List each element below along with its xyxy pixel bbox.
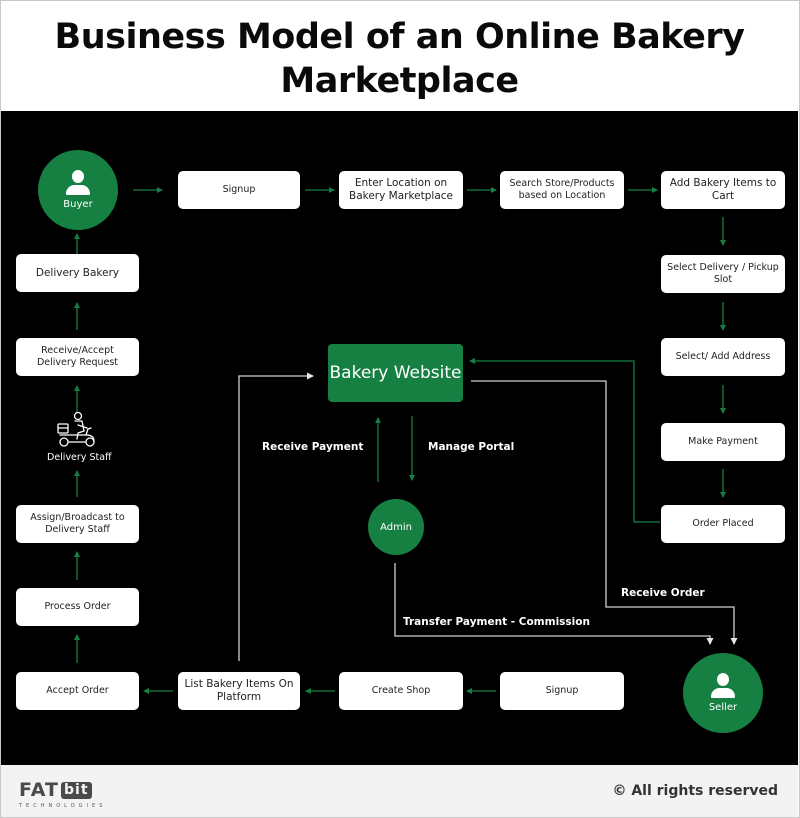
seller-step-accept-order[interactable]: Accept Order [16,672,139,710]
delivery-staff-label: Delivery Staff [47,452,112,463]
delivery-scooter-icon [57,411,95,447]
buyer-step-add-to-cart[interactable]: Add Bakery Items to Cart [661,171,785,209]
label-receive-payment: Receive Payment [262,441,364,453]
delivery-step-deliver[interactable]: Delivery Bakery [16,254,139,292]
delivery-step-receive-request[interactable]: Receive/Accept Delivery Request [16,338,139,376]
title-line-2: Marketplace [280,61,519,101]
copyright-text: © All rights reserved [612,783,778,799]
label-receive-order: Receive Order [621,587,705,599]
seller-label: Seller [708,702,738,713]
seller-node[interactable]: Seller [683,653,763,733]
buyer-step-select-slot[interactable]: Select Delivery / Pickup Slot [661,255,785,293]
buyer-step-order-placed[interactable]: Order Placed [661,505,785,543]
buyer-step-select-address[interactable]: Select/ Add Address [661,338,785,376]
seller-step-create-shop[interactable]: Create Shop [339,672,463,710]
label-manage-portal: Manage Portal [428,441,515,453]
seller-step-process-order[interactable]: Process Order [16,588,139,626]
admin-node[interactable]: Admin [368,499,424,555]
seller-step-list-items[interactable]: List Bakery Items On Platform [178,672,300,710]
buyer-label: Buyer [63,199,93,210]
bakery-website-node[interactable]: Bakery Website [328,344,463,402]
title-line-1: Business Model of an Online Bakery [54,17,745,57]
seller-step-signup[interactable]: Signup [500,672,624,710]
buyer-step-search-store[interactable]: Search Store/Products based on Location [500,171,624,209]
page-title: Business Model of an Online Bakery Marke… [1,15,798,103]
buyer-step-make-payment[interactable]: Make Payment [661,423,785,461]
user-icon [710,673,736,699]
user-icon [65,170,91,196]
buyer-step-signup[interactable]: Signup [178,171,300,209]
buyer-step-enter-location[interactable]: Enter Location on Bakery Marketplace [339,171,463,209]
buyer-node[interactable]: Buyer [38,150,118,230]
header: Business Model of an Online Bakery Marke… [1,1,798,111]
label-transfer-payment: Transfer Payment - Commission [403,616,590,628]
seller-step-assign-delivery[interactable]: Assign/Broadcast to Delivery Staff [16,505,139,543]
